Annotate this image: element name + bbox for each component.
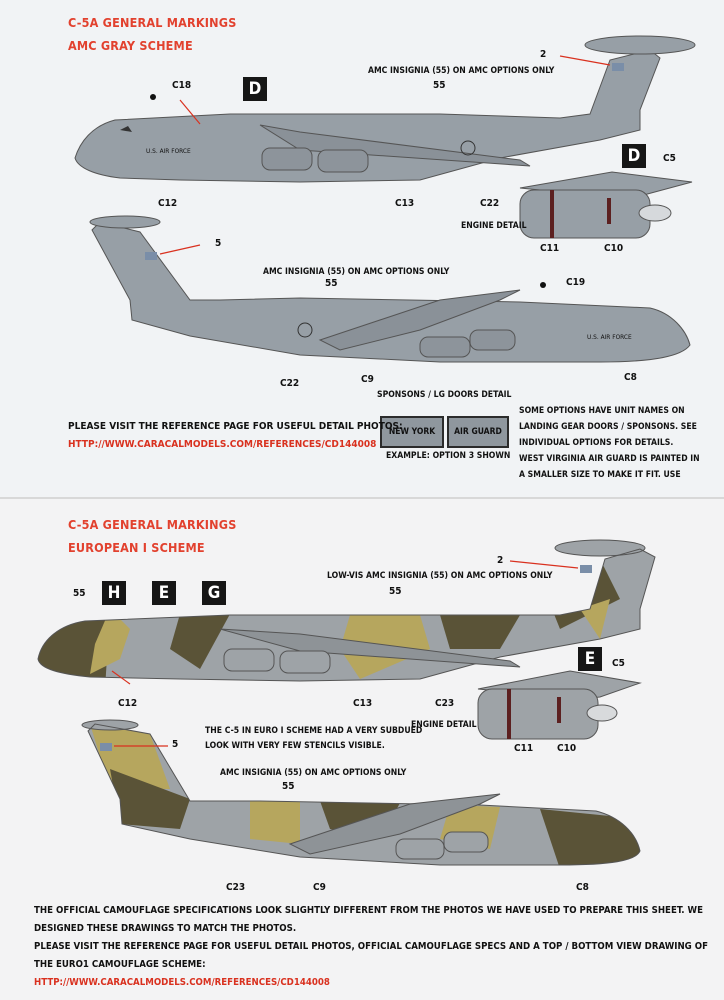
lowvis-insignia-note: LOW-VIS AMC INSIGNIA (55) ON AMC OPTIONS… bbox=[327, 571, 553, 581]
c5a-amc-top-aircraft bbox=[74, 35, 696, 183]
footer-line-3: PLEASE VISIT THE REFERENCE PAGE FOR USEF… bbox=[34, 941, 708, 952]
footer-line-4: THE EURO1 CAMOUFLAGE SCHEME: bbox=[34, 959, 206, 970]
label-55-top-euro: 55 bbox=[389, 586, 402, 597]
reference-link-euro[interactable]: HTTP://WWW.CARACALMODELS.COM/REFERENCES/… bbox=[34, 977, 330, 988]
sheet-amc-gray: C-5A GENERAL MARKINGS AMC GRAY SCHEME C1… bbox=[0, 0, 724, 497]
label-c13-euro: C13 bbox=[353, 698, 373, 709]
label-c5: C5 bbox=[663, 153, 676, 164]
label-2: 2 bbox=[540, 49, 547, 60]
subdued-note-1: THE C-5 IN EURO I SCHEME HAD A VERY SUBD… bbox=[205, 726, 423, 736]
c5a-amc-bottom-aircraft bbox=[89, 215, 691, 363]
label-c23-bottom: C23 bbox=[226, 882, 246, 893]
label-c12-euro: C12 bbox=[118, 698, 138, 709]
label-c12: C12 bbox=[158, 198, 178, 209]
label-c9: C9 bbox=[361, 374, 374, 385]
usaf-text-top: U.S. AIR FORCE bbox=[146, 147, 191, 155]
label-c5-euro: C5 bbox=[612, 658, 625, 669]
c5a-euro-top-aircraft bbox=[37, 539, 656, 685]
engine-detail-label-euro: ENGINE DETAIL bbox=[411, 720, 477, 730]
engine-detail-gray bbox=[519, 171, 693, 239]
box-g: G bbox=[202, 581, 226, 605]
label-c13: C13 bbox=[395, 198, 415, 209]
box-h: H bbox=[102, 581, 126, 605]
amc-insignia-note-bottom: AMC INSIGNIA (55) ON AMC OPTIONS ONLY bbox=[263, 267, 450, 277]
label-c10: C10 bbox=[604, 243, 624, 254]
engine-detail-label: ENGINE DETAIL bbox=[461, 221, 527, 231]
sheet-european-i: C-5A GENERAL MARKINGS EUROPEAN I SCHEME … bbox=[0, 499, 724, 1000]
footer-line-1: THE OFFICIAL CAMOUFLAGE SPECIFICATIONS L… bbox=[34, 905, 703, 916]
c5a-euro-bottom-aircraft bbox=[81, 719, 641, 866]
label-c10-euro: C10 bbox=[557, 743, 577, 754]
label-c11-euro: C11 bbox=[514, 743, 534, 754]
label-c8-euro: C8 bbox=[576, 882, 589, 893]
label-c8: C8 bbox=[624, 372, 637, 383]
chip-new-york: NEW YORK bbox=[380, 416, 444, 448]
label-c18: C18 bbox=[172, 80, 192, 91]
label-c22-bottom: C22 bbox=[280, 378, 300, 389]
sheet-divider bbox=[0, 497, 724, 499]
usaf-text-bottom: U.S. AIR FORCE bbox=[587, 333, 632, 341]
label-55-bottom: 55 bbox=[325, 278, 338, 289]
options-note-5: A SMALLER SIZE TO MAKE IT FIT. USE bbox=[519, 470, 681, 480]
amc-insignia-note-euro: AMC INSIGNIA (55) ON AMC OPTIONS ONLY bbox=[220, 768, 407, 778]
sheet1-title: C-5A GENERAL MARKINGS bbox=[68, 15, 237, 30]
box-e: E bbox=[152, 581, 176, 605]
subdued-note-2: LOOK WITH VERY FEW STENCILS VISIBLE. bbox=[205, 741, 385, 751]
options-note-1: SOME OPTIONS HAVE UNIT NAMES ON bbox=[519, 406, 685, 416]
label-55-nose: 55 bbox=[73, 588, 86, 599]
engine-detail-euro bbox=[477, 670, 642, 740]
footer-line-2: DESIGNED THESE DRAWINGS TO MATCH THE PHO… bbox=[34, 923, 297, 934]
visit-text: PLEASE VISIT THE REFERENCE PAGE FOR USEF… bbox=[68, 421, 403, 432]
options-note-3: INDIVIDUAL OPTIONS FOR DETAILS. bbox=[519, 438, 674, 448]
amc-insignia-note-top: AMC INSIGNIA (55) ON AMC OPTIONS ONLY bbox=[368, 66, 555, 76]
box-d-engine: D bbox=[622, 144, 646, 168]
label-55-bottom-euro: 55 bbox=[282, 781, 295, 792]
sheet2-subtitle: EUROPEAN I SCHEME bbox=[68, 540, 205, 555]
reference-link[interactable]: HTTP://WWW.CARACALMODELS.COM/REFERENCES/… bbox=[68, 439, 377, 450]
chip-air-guard: AIR GUARD bbox=[447, 416, 509, 448]
options-note-4: WEST VIRGINIA AIR GUARD IS PAINTED IN bbox=[519, 454, 700, 464]
label-c19: C19 bbox=[566, 277, 586, 288]
label-c11: C11 bbox=[540, 243, 560, 254]
sheet2-title: C-5A GENERAL MARKINGS bbox=[68, 517, 237, 532]
sheet1-subtitle: AMC GRAY SCHEME bbox=[68, 38, 193, 53]
label-55-top: 55 bbox=[433, 80, 446, 91]
label-5-euro: 5 bbox=[172, 739, 179, 750]
label-c22-top: C22 bbox=[480, 198, 500, 209]
label-5: 5 bbox=[215, 238, 222, 249]
box-e-engine: E bbox=[578, 647, 602, 671]
sponsons-title: SPONSONS / LG DOORS DETAIL bbox=[377, 390, 512, 400]
label-2-euro: 2 bbox=[497, 555, 504, 566]
example-text: EXAMPLE: OPTION 3 SHOWN bbox=[386, 451, 511, 461]
label-c23-top: C23 bbox=[435, 698, 455, 709]
options-note-2: LANDING GEAR DOORS / SPONSONS. SEE bbox=[519, 422, 697, 432]
label-c9-euro: C9 bbox=[313, 882, 326, 893]
box-d-top: D bbox=[243, 77, 267, 101]
